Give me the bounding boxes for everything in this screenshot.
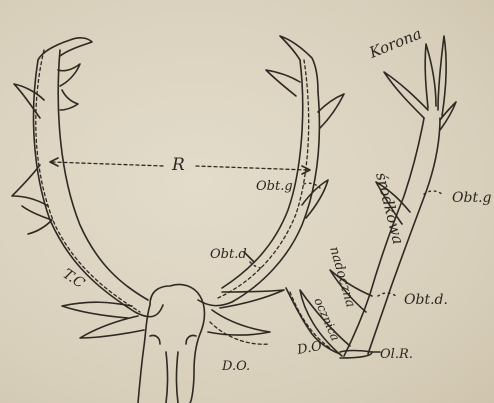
label-obtd-right: Obt.d. — [404, 292, 448, 308]
left-crown-tine-3 — [14, 84, 44, 118]
left-beam-length-line — [36, 50, 140, 312]
right-brow-tine — [208, 310, 270, 335]
right-bez-tine — [220, 290, 284, 308]
label-do-right: D.O — [295, 339, 323, 358]
label-obtg-right: Obt.g — [452, 190, 492, 206]
detached-crown-tine-4 — [440, 102, 456, 130]
label-korona: Korona — [366, 25, 424, 63]
label-r: R — [171, 155, 185, 175]
label-nadoczna: nadoczna — [326, 245, 358, 309]
left-brow-tine — [80, 316, 144, 338]
skull — [138, 284, 205, 403]
skull-eye-right — [186, 335, 196, 344]
left-crown-tine-2 — [58, 64, 80, 86]
label-ol-r: Ol.R. — [380, 347, 413, 362]
right-crown-tine-1 — [280, 36, 318, 92]
label-obtg-left: Obt.g — [256, 179, 293, 194]
left-main-beam — [34, 50, 163, 317]
right-crown-tine-3 — [318, 94, 344, 128]
label-srodkowa: środkowa — [372, 171, 407, 247]
detached-crown-tine-3 — [438, 36, 446, 116]
right-crown-tine-2 — [266, 70, 300, 96]
skull-nasal — [166, 352, 178, 403]
left-middle-tine — [12, 165, 48, 206]
left-antler — [12, 38, 163, 338]
detached-crown-tine-2 — [425, 44, 436, 108]
label-obtd-left: Obt.d — [210, 247, 247, 262]
left-crown-tine-4 — [60, 90, 78, 110]
detached-crown-tine-1 — [384, 72, 428, 118]
label-do-left: D.O. — [221, 359, 250, 374]
left-crown-tine-1 — [38, 38, 92, 60]
left-bez-tine — [62, 302, 132, 318]
skull-eye-left — [150, 335, 160, 344]
skull-outline — [138, 284, 205, 403]
detached-obtd-marker — [378, 293, 396, 296]
